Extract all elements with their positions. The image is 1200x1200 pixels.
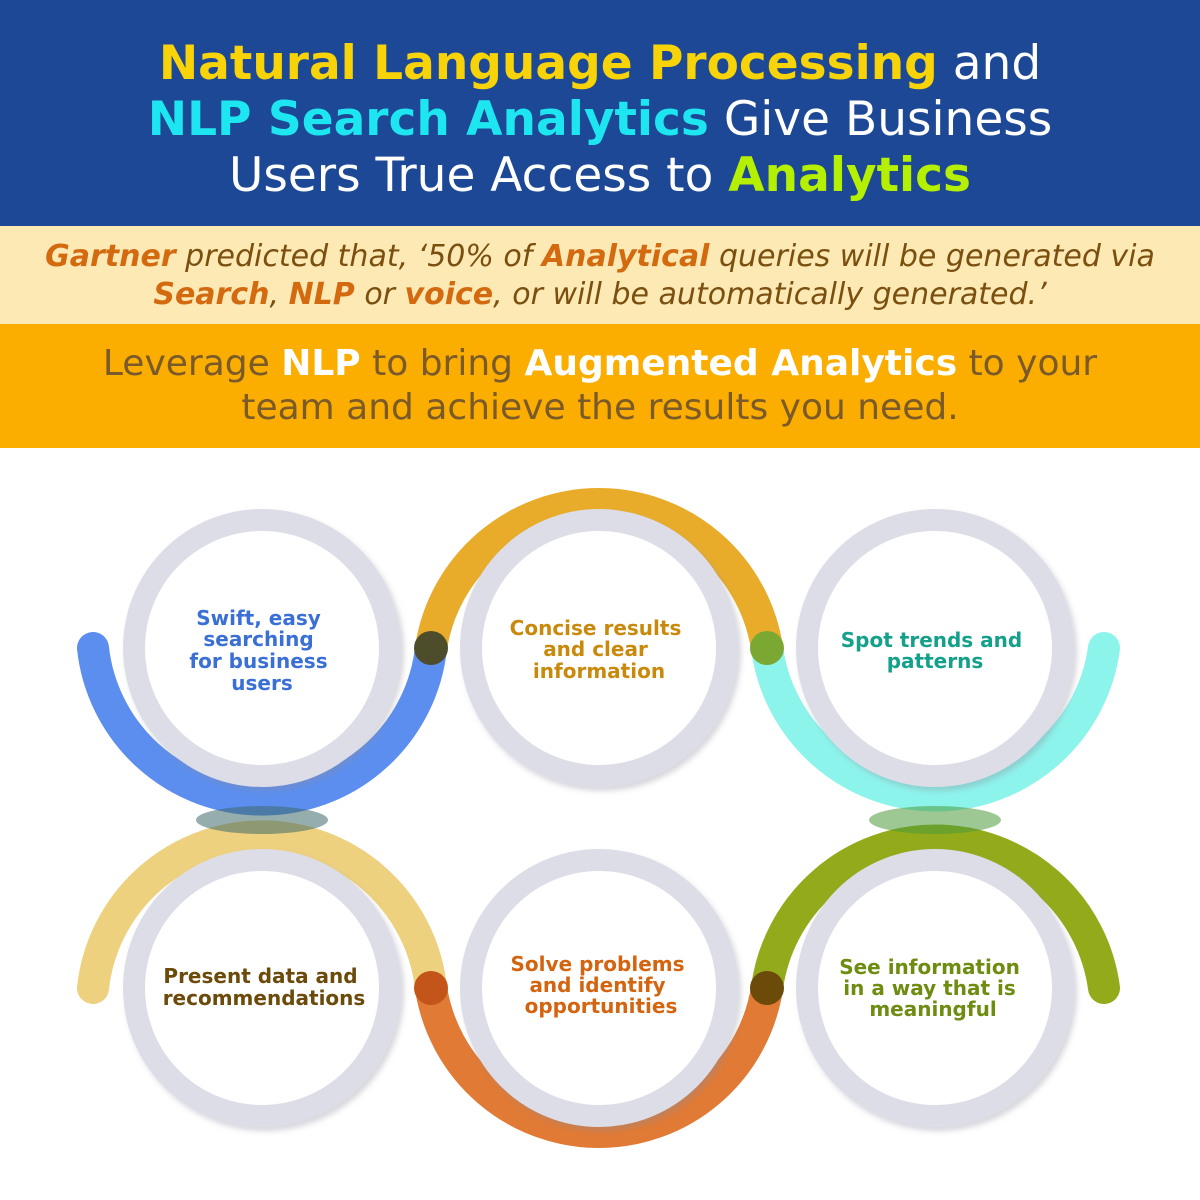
title-emphasis-search-analytics: NLP Search Analytics <box>147 92 709 147</box>
band-line-1-run-4: Augmented Analytics <box>524 343 958 384</box>
quote-line-1: Gartner predicted that, ‘50% of Analytic… <box>0 226 1200 276</box>
arc-gold <box>415 488 783 651</box>
band-line-1: Leverage NLP to bring Augmented Analytic… <box>0 324 1200 386</box>
title-and: and <box>937 36 1042 91</box>
overlap-right <box>869 806 1001 834</box>
label-solve-problems: Solve problems and identify opportunitie… <box>511 952 692 1018</box>
title-line-2: NLP Search Analytics Give Business <box>0 92 1200 148</box>
label-present-data-line-1: Present data and <box>163 964 357 988</box>
overlap-left <box>196 806 328 834</box>
ring-swift-searching <box>123 509 401 787</box>
label-see-information: See information in a way that is meaning… <box>839 955 1027 1021</box>
quote-line-1-run-2: predicted that, ‘50% of <box>175 239 542 274</box>
label-spot-trends-line-1: Spot trends and <box>841 628 1022 652</box>
label-swift-searching: Swift, easy searching for business users <box>189 606 334 695</box>
label-see-information-line-2: in a way that is <box>843 976 1015 1000</box>
quote-line-2-run-4: or <box>354 277 405 312</box>
label-present-data-line-2: recommendations <box>163 986 366 1010</box>
label-present-data: Present data and recommendations <box>163 964 366 1010</box>
quote-line-1-run-4: queries will be generated via <box>709 239 1155 274</box>
title-emphasis-analytics: Analytics <box>728 148 971 203</box>
arc-cyan <box>751 632 1120 812</box>
quote-line-2-run-3: NLP <box>288 277 355 312</box>
ring-concise-results <box>460 509 738 787</box>
title-emphasis-nlp: Natural Language Processing <box>158 36 938 91</box>
header-banner: Natural Language Processing and NLP Sear… <box>0 0 1200 226</box>
band-line-1-run-5: to your <box>957 343 1098 384</box>
quote-line-2-run-1: Search <box>153 277 270 312</box>
label-spot-trends-line-2: patterns <box>887 649 984 673</box>
ring-spot-trends <box>796 509 1074 787</box>
label-solve-problems-line-2: and identify <box>529 973 665 997</box>
label-concise-results-line-3: information <box>533 659 665 683</box>
label-solve-problems-line-3: opportunities <box>525 994 678 1018</box>
label-solve-problems-line-1: Solve problems <box>511 952 685 976</box>
joint-top-right <box>750 631 784 665</box>
label-concise-results-line-2: and clear <box>543 637 648 661</box>
label-swift-searching-line-4: users <box>231 671 292 695</box>
joint-top-left <box>414 631 448 665</box>
quote-line-2-run-6: , or will be automatically generated.’ <box>493 277 1047 312</box>
label-spot-trends: Spot trends and patterns <box>841 628 1029 673</box>
title-users-access: Users True Access to <box>228 148 729 203</box>
joint-bottom-left <box>414 971 448 1005</box>
label-concise-results-line-1: Concise results <box>510 616 682 640</box>
label-swift-searching-line-3: for business <box>189 649 327 673</box>
ring-solve-problems <box>460 849 738 1127</box>
label-swift-searching-line-2: searching <box>203 627 313 651</box>
quote-line-2-run-5: voice <box>404 277 494 312</box>
band-line-1-run-2: NLP <box>281 343 361 384</box>
quote-line-2-run-2: , <box>269 277 289 312</box>
quote-line-1-run-1: Gartner <box>45 239 176 274</box>
ring-present-data <box>123 849 401 1127</box>
title-line-1: Natural Language Processing and <box>0 0 1200 92</box>
arc-olive <box>751 824 1120 1004</box>
label-see-information-line-1: See information <box>839 955 1020 979</box>
label-concise-results: Concise results and clear information <box>510 616 689 683</box>
arc-sand <box>77 820 447 1004</box>
band-line-2: team and achieve the results you need. <box>241 387 959 428</box>
quote-line-1-run-3: Analytical <box>541 239 710 274</box>
arc-orange <box>415 985 783 1148</box>
joint-bottom-right <box>750 971 784 1005</box>
leverage-band: Leverage NLP to bring Augmented Analytic… <box>0 324 1200 448</box>
gartner-quote: Gartner predicted that, ‘50% of Analytic… <box>0 226 1200 324</box>
title-line-3: Users True Access to Analytics <box>0 148 1200 204</box>
label-see-information-line-3: meaningful <box>869 997 996 1021</box>
ring-see-information <box>796 849 1074 1127</box>
quote-line-2: Search, NLP or voice, or will be automat… <box>0 276 1200 314</box>
band-line-1-run-3: to bring <box>360 343 525 384</box>
title-give-business: Give Business <box>708 92 1053 147</box>
band-line-1-run-1: Leverage <box>102 343 282 384</box>
label-swift-searching-line-1: Swift, easy <box>196 606 321 630</box>
arc-blue <box>77 632 447 816</box>
